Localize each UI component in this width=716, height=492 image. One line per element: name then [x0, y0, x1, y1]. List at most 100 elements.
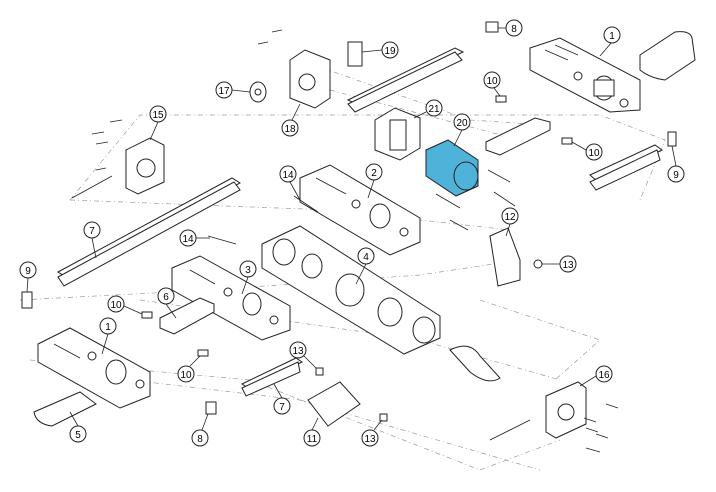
callout-2: 2 [365, 163, 383, 199]
timing-belt-center [449, 345, 501, 382]
svg-text:1: 1 [609, 31, 615, 42]
clip-19 [347, 41, 363, 67]
spacer-10-top [495, 95, 507, 103]
timing-belt-5 [33, 391, 97, 427]
svg-text:13: 13 [364, 434, 376, 445]
svg-text:12: 12 [504, 212, 516, 223]
pin-14-lower [207, 235, 237, 245]
clip-bracket-bottom [205, 401, 217, 415]
callout-16: 16 [579, 365, 613, 387]
callout-10-left: 10 [107, 295, 143, 315]
guide-rail-7-short [240, 357, 304, 397]
motor-20-highlighted [425, 139, 479, 197]
screws-end-plate-16 [583, 403, 619, 453]
svg-text:17: 17 [218, 86, 230, 97]
callout-3: 3 [239, 260, 257, 295]
svg-text:21: 21 [428, 104, 440, 115]
clip-bracket-top [485, 21, 499, 33]
l-bracket-11 [307, 381, 361, 427]
svg-text:2: 2 [371, 168, 377, 179]
spacer-10-mid [561, 137, 573, 145]
svg-text:13: 13 [292, 346, 304, 357]
guide-rail-7-long [57, 177, 241, 287]
callout-8-top: 8 [498, 19, 523, 37]
callout-14-lower: 14 [179, 229, 210, 247]
callout-10-top: 10 [483, 71, 501, 97]
frame-channel-6 [159, 297, 215, 335]
end-plate-15 [125, 137, 165, 195]
callout-8-bottom: 8 [191, 413, 209, 447]
motor-21 [374, 107, 421, 161]
svg-text:9: 9 [25, 266, 31, 277]
sensor-plate-12 [489, 227, 521, 287]
svg-text:8: 8 [511, 24, 517, 35]
svg-text:19: 19 [384, 46, 396, 57]
callout-11: 11 [303, 417, 321, 447]
svg-text:10: 10 [588, 148, 600, 159]
screw-set-bracket-18 [257, 29, 283, 45]
callout-15: 15 [149, 105, 167, 141]
end-plate-16 [545, 381, 587, 439]
callout-10-mid: 10 [571, 141, 603, 161]
nut-13-upper [315, 367, 324, 376]
clip-9-left [21, 291, 33, 309]
pulley-17 [249, 81, 267, 103]
callout-21: 21 [413, 99, 443, 119]
svg-text:10: 10 [486, 76, 498, 87]
timing-belt-top [639, 31, 696, 81]
svg-text:10: 10 [110, 300, 122, 311]
callout-13-right: 13 [542, 255, 577, 273]
svg-text:6: 6 [163, 292, 169, 303]
svg-text:11: 11 [307, 434, 318, 445]
callout-balloons: 1 1 2 3 4 5 6 7 7 8 8 9 9 10 10 10 10 11… [19, 19, 685, 447]
callout-1-bottom: 1 [99, 317, 117, 355]
callout-5: 5 [69, 411, 87, 443]
callout-18: 18 [281, 103, 301, 137]
callout-4: 4 [355, 247, 375, 285]
mounting-plate-top-right [529, 37, 641, 113]
callout-7-short: 7 [273, 383, 291, 415]
callout-6: 6 [157, 287, 177, 319]
guide-rail-right [589, 144, 663, 191]
motor-bracket-18 [289, 49, 331, 109]
carriage-plate-3 [171, 255, 291, 341]
spacer-10-left [141, 311, 153, 319]
svg-text:5: 5 [75, 430, 81, 441]
pin-14-upper [293, 195, 319, 213]
shaft-left [71, 175, 113, 199]
svg-text:18: 18 [284, 124, 296, 135]
screws-end-plate-15 [91, 119, 123, 171]
svg-text:8: 8 [197, 434, 203, 445]
svg-text:3: 3 [245, 265, 251, 276]
callout-10-bottom: 10 [177, 355, 201, 383]
svg-text:10: 10 [180, 370, 192, 381]
callout-19: 19 [361, 41, 399, 59]
nut-13-right [533, 259, 543, 269]
callout-1-top: 1 [599, 26, 621, 57]
svg-text:4: 4 [363, 252, 369, 263]
callout-9-left: 9 [19, 261, 37, 293]
svg-text:9: 9 [673, 170, 679, 181]
callout-13-bottom: 13 [361, 419, 383, 447]
callout-20: 20 [453, 113, 471, 147]
callout-14-upper: 14 [279, 165, 301, 201]
svg-text:15: 15 [152, 110, 164, 121]
guide-rail-top [346, 47, 465, 113]
clip-9-right [667, 131, 677, 147]
frame-channel-upper [485, 117, 551, 156]
svg-text:7: 7 [89, 226, 95, 237]
callout-17: 17 [215, 81, 251, 99]
svg-text:7: 7 [279, 402, 285, 413]
spacer-10-bottom [197, 349, 209, 357]
screws-motor-20 [435, 169, 516, 231]
callout-7-long: 7 [83, 221, 101, 259]
svg-text:1: 1 [105, 322, 111, 333]
shaft-right [489, 419, 531, 441]
roller-shaft-4 [261, 225, 441, 355]
svg-text:13: 13 [562, 260, 574, 271]
svg-text:20: 20 [456, 118, 468, 129]
svg-text:16: 16 [598, 370, 610, 381]
callout-9-right: 9 [667, 145, 685, 183]
mounting-plate-bottom-left [37, 327, 151, 409]
